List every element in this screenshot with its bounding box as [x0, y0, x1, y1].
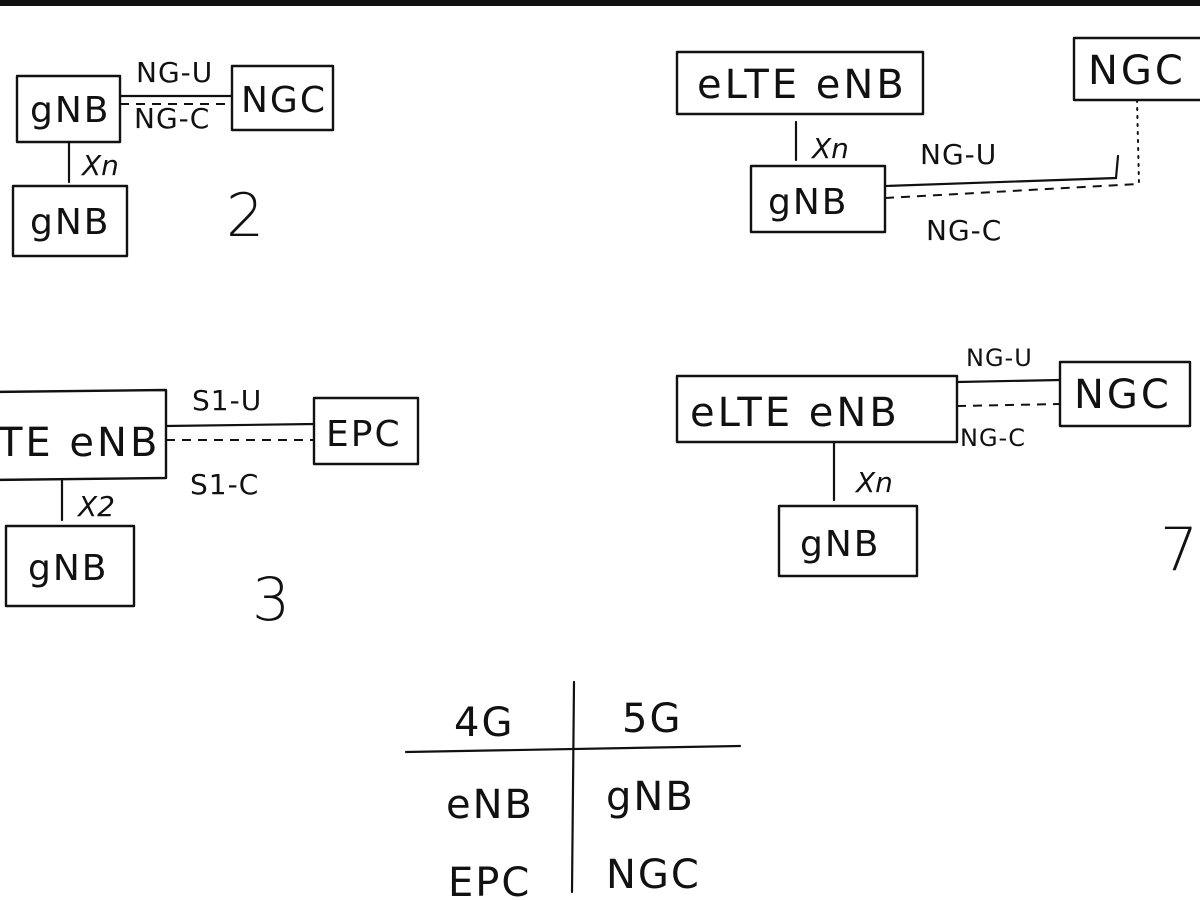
- option-4-elte-enb-label: eLTE eNB: [697, 62, 907, 108]
- option-3-number: 3: [252, 565, 290, 635]
- option-3-gnb-label: gNB: [28, 548, 108, 589]
- table-header-rule: [404, 744, 742, 754]
- option-4-elte-enb-box: [675, 50, 925, 116]
- option-3-s1-c-label: S1-C: [190, 468, 259, 501]
- table-cell-gnb: gNB: [606, 774, 695, 820]
- table-cell-epc: EPC: [448, 860, 531, 900]
- option-4-ngc-box: [1072, 36, 1200, 102]
- option-4-ng-c-link: [884, 183, 1139, 199]
- option-4-gnb-box: [749, 164, 887, 234]
- table-cell-ngc: NGC: [606, 852, 701, 898]
- option-7-ngc-label: NGC: [1074, 372, 1172, 418]
- option-7-xn-label: Xn: [854, 466, 893, 499]
- option-4-ngc-label: NGC: [1088, 48, 1186, 94]
- table-cell-enb: eNB: [446, 782, 534, 828]
- option-3-epc-label: EPC: [326, 414, 402, 455]
- option-4-diagram: eLTE eNB NGC Xn gNB NG-U NG-C: [675, 36, 1200, 247]
- option-7-elte-enb-label: eLTE eNB: [690, 390, 900, 436]
- option-7-gnb-label: gNB: [800, 524, 880, 565]
- option-7-ng-u-link: [955, 378, 1062, 384]
- option-2-number: 2: [226, 181, 264, 251]
- option-3-epc-box: [312, 396, 420, 466]
- option-7-ng-c-link: [956, 403, 1061, 407]
- option-3-diagram: TE eNB EPC S1-U S1-C X2 gNB 3: [0, 384, 420, 635]
- table-header-5g: 5G: [622, 696, 682, 742]
- table-vertical-divider: [570, 680, 576, 894]
- option-2-gnb-bottom-label: gNB: [30, 202, 110, 243]
- option-2-gnb-bottom-box: [11, 184, 129, 258]
- option-4-ng-u-link: [883, 154, 1120, 188]
- option-7-ngc-box: [1058, 360, 1192, 428]
- comparison-table: 4G 5G eNB gNB EPC NGC: [404, 680, 742, 900]
- option-2-xn-label: Xn: [80, 149, 119, 182]
- option-7-ng-c-label: NG-C: [960, 424, 1026, 452]
- option-3-s1-u-label: S1-U: [192, 384, 262, 417]
- table-header-4g: 4G: [454, 700, 514, 746]
- option-4-ngc-drop: [1136, 99, 1140, 185]
- option-4-ng-c-label: NG-C: [926, 214, 1002, 247]
- option-7-number: 7: [1160, 515, 1198, 585]
- option-4-ng-u-label: NG-U: [920, 138, 997, 171]
- top-border: [0, 0, 1200, 6]
- option-2-ng-c-label: NG-C: [134, 102, 210, 135]
- option-4-xn-label: Xn: [810, 132, 849, 165]
- option-3-enb-label: TE eNB: [0, 420, 160, 466]
- option-7-gnb-box: [777, 504, 919, 578]
- option-2-diagram: gNB NGC NG-U NG-C Xn gNB 2: [11, 56, 335, 258]
- option-3-x2-label: X2: [76, 490, 115, 523]
- option-7-ng-u-label: NG-U: [966, 344, 1033, 372]
- option-3-enb-box: [0, 388, 168, 482]
- option-2-gnb-top-label: gNB: [30, 90, 110, 131]
- option-3-s1-u-link: [164, 422, 316, 428]
- option-2-ng-u-label: NG-U: [136, 56, 213, 89]
- option-7-elte-enb-box: [675, 374, 959, 444]
- option-3-gnb-box: [4, 524, 136, 608]
- option-2-ngc-label: NGC: [241, 80, 327, 121]
- option-7-diagram: eLTE eNB NGC NG-U NG-C Xn gNB 7: [675, 344, 1198, 585]
- option-4-gnb-label: gNB: [768, 182, 848, 223]
- option-2-ngc-box: [230, 64, 335, 132]
